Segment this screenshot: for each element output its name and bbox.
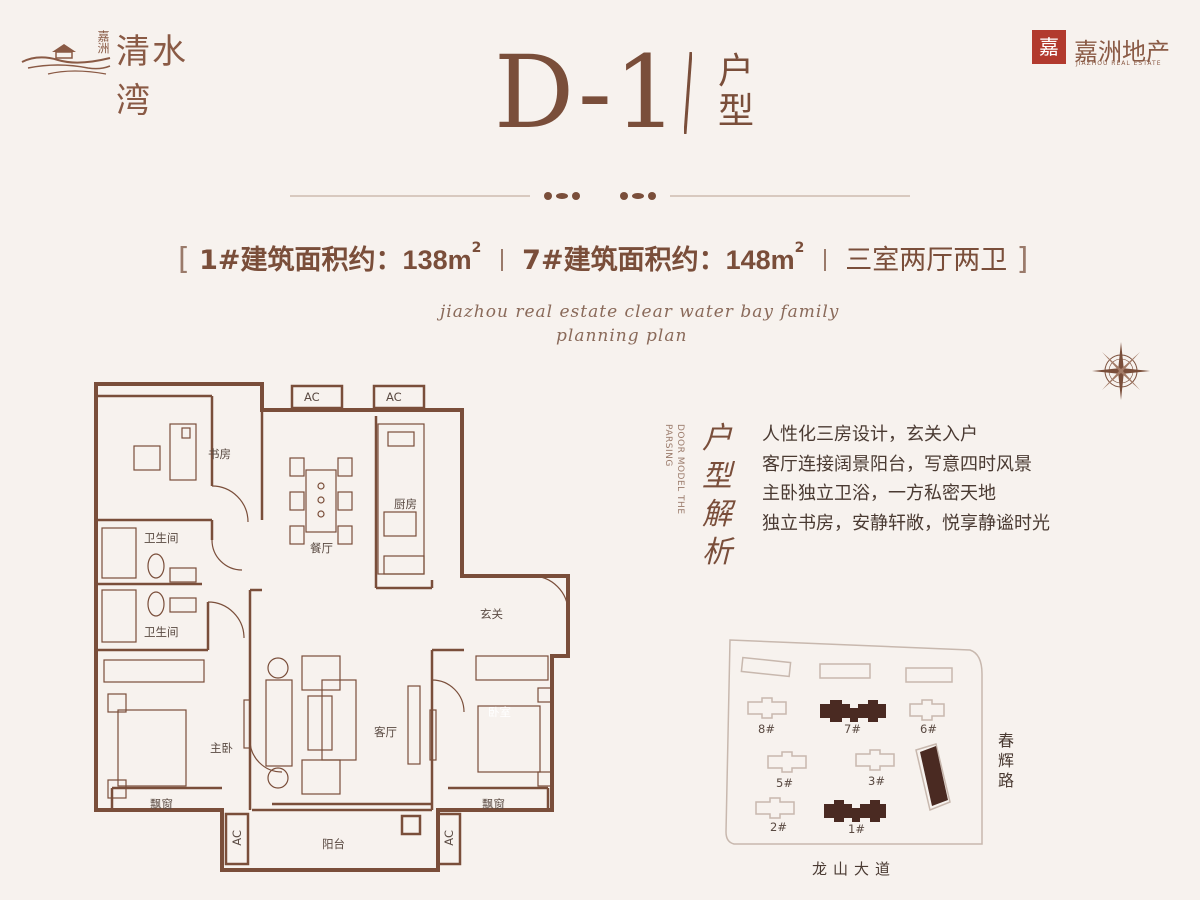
area-2-value: 148m bbox=[725, 245, 795, 275]
room-dining: 餐厅 bbox=[310, 541, 333, 555]
road-east: 春辉路 bbox=[995, 732, 1014, 792]
room-master-bedroom: 主卧 bbox=[210, 741, 233, 755]
developer-english: JIAZHOU REAL ESTATE bbox=[1076, 60, 1162, 67]
room-balcony: 阳台 bbox=[322, 837, 345, 851]
logo-name: 清水湾 bbox=[116, 32, 188, 121]
developer-logo: 嘉 嘉洲地产 JIAZHOU REAL ESTATE bbox=[1032, 30, 1172, 70]
building-label: 1# bbox=[848, 822, 865, 836]
logo-prefix: 嘉洲 bbox=[96, 30, 110, 54]
site-plan-drawing bbox=[725, 639, 983, 845]
room-kitchen: 厨房 bbox=[394, 497, 417, 511]
analysis-item: 人性化三房设计，玄关入户 bbox=[762, 424, 978, 445]
developer-name: 嘉洲地产 bbox=[1074, 38, 1170, 66]
close-bracket: ] bbox=[1016, 242, 1029, 277]
room-bay-window-1: 飘窗 bbox=[150, 797, 173, 811]
room-bath-2: 卫生间 bbox=[144, 625, 179, 639]
compass-icon bbox=[1092, 342, 1150, 400]
building-label: 2# bbox=[770, 820, 787, 834]
english-tagline-1: jiazhou real estate clear water bay fami… bbox=[440, 302, 840, 322]
ac-label: AC bbox=[442, 830, 456, 846]
area-2-unit-sup: 2 bbox=[794, 240, 805, 256]
area-1-label: 1#建筑面积约： bbox=[199, 245, 403, 276]
area-spec-line: [ 1#建筑面积约：138m2 7#建筑面积约：148m2 三室两厅两卫 ] bbox=[178, 238, 1028, 277]
room-bath-1: 卫生间 bbox=[144, 531, 179, 545]
building-label: 6# bbox=[920, 722, 937, 736]
site-plan: 8# 7# 6# 5# 3# 2# 1# 春辉路 龙山大道 bbox=[720, 634, 1020, 880]
open-bracket: [ bbox=[178, 242, 190, 277]
ac-label: AC bbox=[386, 390, 402, 404]
analysis-title: 户型解析 bbox=[702, 421, 732, 570]
analysis-item: 独立书房，安静轩敞，悦享静谧时光 bbox=[762, 512, 1050, 534]
layout-label: 三室两厅两卫 bbox=[845, 245, 1008, 276]
analysis-item: 主卧独立卫浴，一方私密天地 bbox=[762, 483, 996, 504]
english-tagline-2: planning plan bbox=[556, 326, 688, 346]
pavilion-landscape-icon bbox=[21, 44, 111, 75]
room-study: 书房 bbox=[208, 447, 231, 461]
analysis-english: DOOR MODEL THE PARSING bbox=[663, 424, 685, 515]
building-label: 3# bbox=[868, 774, 885, 788]
room-living: 客厅 bbox=[374, 725, 397, 739]
building-label: 7# bbox=[844, 722, 861, 736]
floor-plan: AC AC AC AC 书房 餐厅 厨房 卫生间 卫生间 玄关 客厅 主卧 卧室… bbox=[92, 380, 590, 876]
unit-type-code: D-1 bbox=[494, 34, 680, 151]
area-2-label: 7#建筑面积约： bbox=[522, 245, 726, 276]
room-bedroom: 卧室 bbox=[488, 705, 511, 719]
project-logo: 嘉洲 清水湾 bbox=[18, 22, 218, 121]
road-south: 龙山大道 bbox=[812, 860, 897, 878]
spec-separator bbox=[500, 249, 503, 271]
room-bay-window-2: 飘窗 bbox=[482, 797, 505, 811]
ac-label: AC bbox=[304, 390, 320, 404]
ac-label: AC bbox=[230, 830, 244, 846]
area-1-value: 138m bbox=[402, 245, 472, 275]
unit-type-kind: 户型 bbox=[717, 51, 754, 132]
floor-plan-drawing bbox=[94, 382, 570, 872]
analysis-list: 人性化三房设计，玄关入户 客厅连接阔景阳台，写意四时风景 主卧独立卫浴，一方私密… bbox=[762, 420, 1122, 538]
building-label: 8# bbox=[758, 722, 775, 736]
seal-icon: 嘉 bbox=[1032, 30, 1066, 64]
ornament-divider-icon bbox=[290, 192, 910, 200]
analysis-item: 客厅连接阔景阳台，写意四时风景 bbox=[762, 453, 1032, 475]
room-entry: 玄关 bbox=[480, 607, 503, 621]
spec-separator bbox=[823, 249, 826, 271]
area-1-unit-sup: 2 bbox=[471, 240, 482, 256]
building-label: 5# bbox=[776, 776, 793, 790]
title-slash-icon bbox=[684, 52, 692, 134]
